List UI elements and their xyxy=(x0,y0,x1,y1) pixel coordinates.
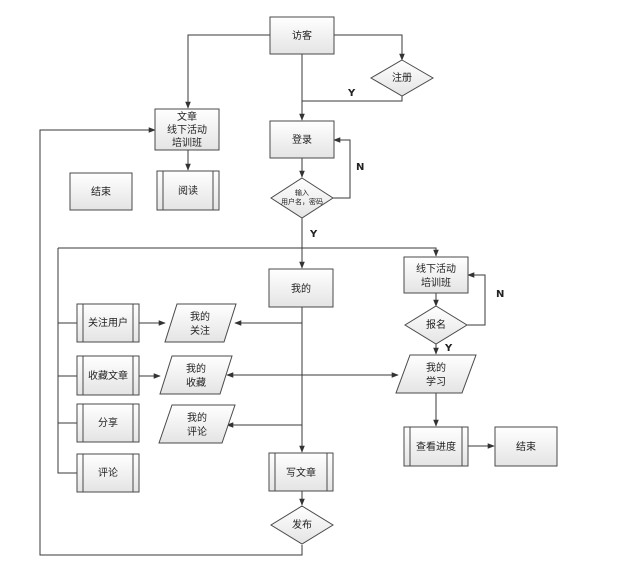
svg-text:培训班: 培训班 xyxy=(421,276,451,289)
svg-text:结束: 结束 xyxy=(516,440,536,453)
svg-text:关注: 关注 xyxy=(190,324,210,337)
node-signup: 报名 xyxy=(404,305,468,345)
svg-text:注册: 注册 xyxy=(392,71,412,84)
label-signup-n: N xyxy=(496,289,504,300)
label-signup-y: Y xyxy=(444,343,453,354)
node-login: 登录 xyxy=(269,120,335,159)
svg-text:学习: 学习 xyxy=(426,375,446,388)
node-check-progress: 查看进度 xyxy=(403,426,469,467)
edge-publish-article xyxy=(39,127,303,556)
node-my-collect: 我的 收藏 xyxy=(159,355,233,395)
node-mine: 我的 xyxy=(268,268,334,308)
edge-junction-left xyxy=(57,248,77,474)
svg-text:我的: 我的 xyxy=(426,361,446,374)
svg-text:培训班: 培训班 xyxy=(172,136,202,149)
edge-register-login xyxy=(302,96,403,102)
node-my-follow: 我的 关注 xyxy=(164,303,237,343)
svg-text:收藏文章: 收藏文章 xyxy=(88,369,128,382)
svg-text:登录: 登录 xyxy=(292,133,312,146)
node-write-article: 写文章 xyxy=(268,452,334,492)
node-my-study: 我的 学习 xyxy=(395,354,477,394)
svg-text:线下活动: 线下活动 xyxy=(167,123,207,136)
svg-text:发布: 发布 xyxy=(292,518,312,531)
node-my-comment: 我的 评论 xyxy=(158,404,236,444)
node-register: 注册 xyxy=(370,59,434,97)
svg-text:用户名，密码: 用户名，密码 xyxy=(281,197,323,206)
node-end-left: 结束 xyxy=(69,172,133,211)
svg-text:阅读: 阅读 xyxy=(178,184,198,197)
edge-junction-offline xyxy=(58,247,439,257)
node-article: 文章 线下活动 培训班 xyxy=(154,108,220,151)
svg-text:查看进度: 查看进度 xyxy=(416,440,456,453)
svg-text:我的: 我的 xyxy=(187,411,207,424)
node-read: 阅读 xyxy=(156,170,220,211)
node-visitor: 访客 xyxy=(269,16,335,55)
svg-text:关注用户: 关注用户 xyxy=(88,316,128,329)
svg-text:写文章: 写文章 xyxy=(286,466,316,479)
edge-signup-loop xyxy=(467,272,486,326)
node-comment: 评论 xyxy=(76,453,140,493)
label-login-n: N xyxy=(356,162,364,173)
svg-text:访客: 访客 xyxy=(292,29,312,42)
node-input-credentials: 输入 用户名，密码 xyxy=(270,177,334,219)
node-collect-article: 收藏文章 xyxy=(76,355,140,396)
edge-input-login-loop xyxy=(333,137,351,199)
label-register-y: Y xyxy=(347,88,356,99)
node-offline-training: 线下活动 培训班 xyxy=(403,256,469,294)
svg-text:线下活动: 线下活动 xyxy=(416,262,456,275)
svg-text:结束: 结束 xyxy=(91,185,111,198)
node-follow-user: 关注用户 xyxy=(76,303,140,343)
svg-text:分享: 分享 xyxy=(98,416,118,429)
label-login-y: Y xyxy=(309,229,318,240)
node-publish: 发布 xyxy=(270,505,334,545)
svg-text:我的: 我的 xyxy=(186,362,206,375)
svg-text:文章: 文章 xyxy=(177,110,197,123)
svg-text:输入: 输入 xyxy=(295,188,309,197)
svg-text:收藏: 收藏 xyxy=(186,376,206,389)
edge-visitor-register xyxy=(334,34,405,61)
connectors xyxy=(39,34,495,556)
svg-text:报名: 报名 xyxy=(426,318,446,331)
node-share: 分享 xyxy=(76,403,140,443)
svg-text:评论: 评论 xyxy=(98,466,118,479)
edge-visitor-article xyxy=(185,34,270,109)
node-end-right: 结束 xyxy=(494,426,558,467)
svg-text:评论: 评论 xyxy=(187,425,207,438)
svg-text:我的: 我的 xyxy=(190,310,210,323)
svg-text:我的: 我的 xyxy=(291,282,311,295)
